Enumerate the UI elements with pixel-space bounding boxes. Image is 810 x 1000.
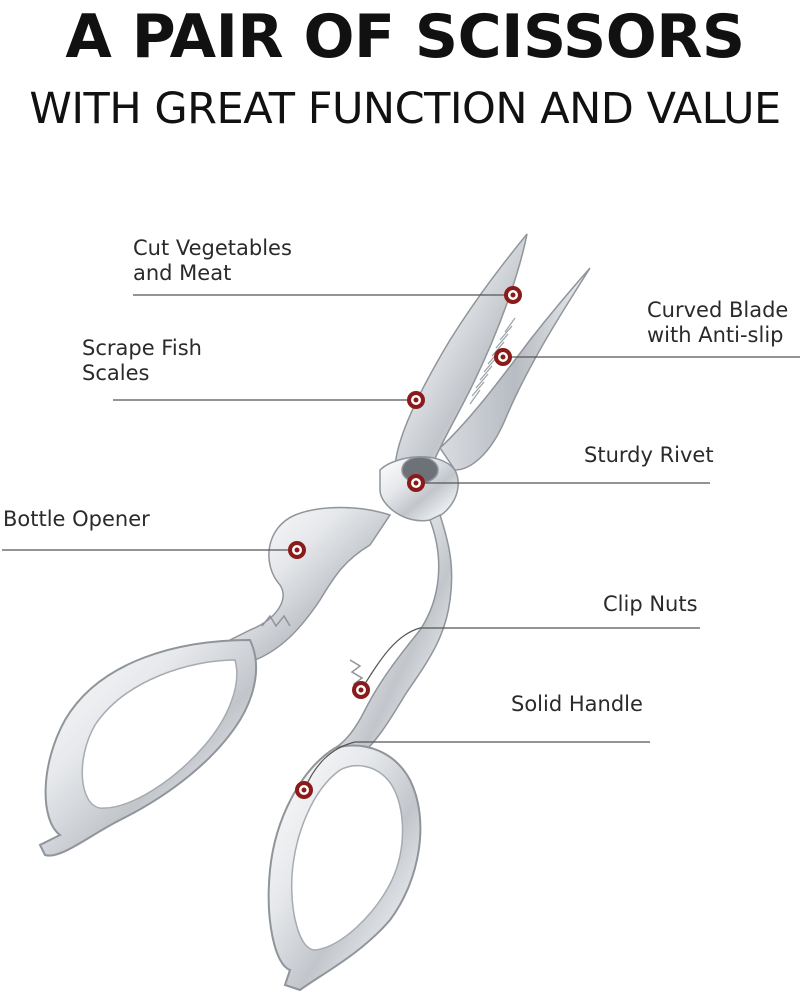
callout-label: Cut Vegetables and Meat [133, 236, 292, 285]
callout-lines [2, 294, 800, 791]
callout-label: Scrape Fish Scales [82, 336, 202, 385]
marker-cut-vegetables [504, 286, 522, 304]
left-arm [228, 506, 392, 661]
callout-bottle-opener: Bottle Opener [3, 507, 150, 532]
page-title: A PAIR OF SCISSORS [65, 2, 745, 72]
page-subtitle: WITH GREAT FUNCTION AND VALUE [29, 84, 781, 134]
marker-clip-nuts [352, 681, 370, 699]
callout-clip-nuts: Clip Nuts [603, 592, 698, 617]
callout-label: Bottle Opener [3, 507, 150, 531]
right-handle-opening [291, 764, 404, 951]
marker-sturdy-rivet [407, 474, 425, 492]
markers [288, 286, 522, 799]
callout-curved-blade: Curved Blade with Anti-slip [647, 298, 788, 348]
marker-bottle-opener [288, 541, 306, 559]
callout-label: Sturdy Rivet [584, 443, 714, 467]
callout-label: Curved Blade with Anti-slip [647, 298, 789, 347]
marker-curved-blade [494, 348, 512, 366]
line-clip-nuts [360, 627, 700, 691]
callout-sturdy-rivet: Sturdy Rivet [584, 443, 714, 468]
marker-solid-handle [295, 781, 313, 799]
callout-cut-vegetables: Cut Vegetables and Meat [133, 236, 292, 286]
callout-scrape-fish: Scrape Fish Scales [82, 336, 202, 386]
callout-label: Solid Handle [511, 692, 643, 716]
callout-label: Clip Nuts [603, 592, 698, 616]
callout-solid-handle: Solid Handle [511, 692, 643, 717]
marker-scrape-fish [407, 391, 425, 409]
left-handle-opening [81, 659, 238, 809]
